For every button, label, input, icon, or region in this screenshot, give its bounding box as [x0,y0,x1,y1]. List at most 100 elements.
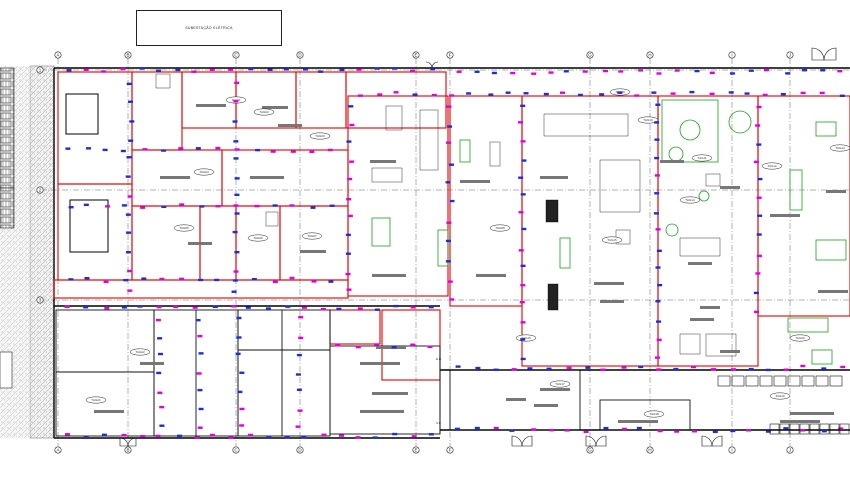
room-tag: TAG10 [637,116,659,124]
axis-bubble-label: A [56,53,59,58]
blue-tag [283,68,289,71]
blue-tag [656,249,662,253]
blue-tag [251,278,257,281]
blue-tag [657,283,663,287]
blue-tag [523,92,529,95]
magenta-tag [446,141,452,144]
blue-tag [156,371,162,375]
area-label-bar [720,350,740,353]
magenta-tag [531,72,537,75]
blue-tag [157,337,163,340]
area-label-bar [720,186,740,189]
magenta-tag [519,300,525,304]
blue-tag [449,199,455,203]
axis-bubble: I [728,51,736,59]
magenta-tag [446,105,452,108]
room-tag-label: TAG14 [685,198,695,202]
condenser-units [0,67,15,389]
blue-tag [85,147,91,150]
magenta-tag [764,68,770,72]
magenta-tag [357,94,363,97]
magenta-tag [64,305,70,309]
axis-bubble: C [232,446,240,454]
blue-tag [198,278,204,282]
magenta-tag [127,289,133,292]
blue-tag [656,320,662,323]
blue-tag [296,388,302,391]
magenta-tag [393,91,399,94]
magenta-tag [709,92,715,96]
blue-tag [445,181,451,184]
magenta-tag [638,69,644,72]
room-tag: TAG05 [173,224,195,232]
magenta-tag [289,204,295,207]
magenta-tag [233,270,239,273]
axis-bubble-label: C [234,53,238,58]
room-tag-label: TAG10 [643,118,653,122]
blue-tag [765,368,771,372]
area-label-bar [618,420,658,423]
magenta-tag [194,436,200,439]
magenta-tag [209,68,215,71]
room-tag-label: TAG18 [649,412,659,416]
axis-bubble-label: G [588,53,592,58]
magenta-tag [837,69,843,73]
area-label-bar [476,274,506,277]
blue-tag [346,140,352,143]
magenta-tag [347,214,353,218]
magenta-tag [121,433,127,437]
blue-tag [673,367,679,371]
blue-tag [757,177,763,181]
magenta-tag [657,429,663,433]
blue-tag [603,426,609,430]
blue-tag [488,93,494,96]
blue-tag [585,366,591,369]
blue-tag [392,67,398,70]
magenta-tag [234,148,240,151]
magenta-tag [655,228,661,231]
magenta-tag [377,93,383,96]
area-label-bar [540,388,570,391]
axis-bubble: E [412,51,420,59]
bay-box [801,375,815,387]
axis-bubble: I [728,446,736,454]
area-label-bar [688,262,712,265]
magenta-tag [142,148,148,151]
magenta-tag [518,121,524,124]
axis-bubble-label: E [414,53,417,58]
magenta-tag [215,205,221,208]
bay-box [799,423,810,435]
blue-tag [126,82,132,86]
axis-bubble-label: 1 [39,68,42,73]
blue-tag [245,306,251,309]
magenta-tag [634,94,640,97]
magenta-tag [674,430,680,433]
room-tag-label: TAG21 [91,398,101,402]
blue-tag [655,300,661,303]
magenta-tag [656,338,662,342]
axis-bubble: C [232,51,240,59]
area-label-bar [818,290,848,293]
room-tag-label: TAG02 [259,110,269,114]
blue-tag [563,70,569,73]
blue-tag [83,306,89,309]
magenta-tag [127,195,133,198]
blue-tag [653,212,659,215]
magenta-tag [197,426,203,429]
magenta-tag [349,160,355,163]
blue-tag [159,424,165,427]
room-tag: TAG21 [85,396,107,404]
magenta-tag [239,407,245,411]
blue-tag [617,91,623,94]
blue-tag [234,193,240,197]
room-tag-label: TAG19 [775,394,785,398]
magenta-tag [196,372,202,375]
blue-tag [199,205,205,208]
bay-box [769,423,780,435]
blue-tag [689,90,695,94]
bay-box [829,423,840,435]
blue-tag [155,69,161,72]
blue-tag [175,68,181,72]
magenta-tag [446,221,452,224]
